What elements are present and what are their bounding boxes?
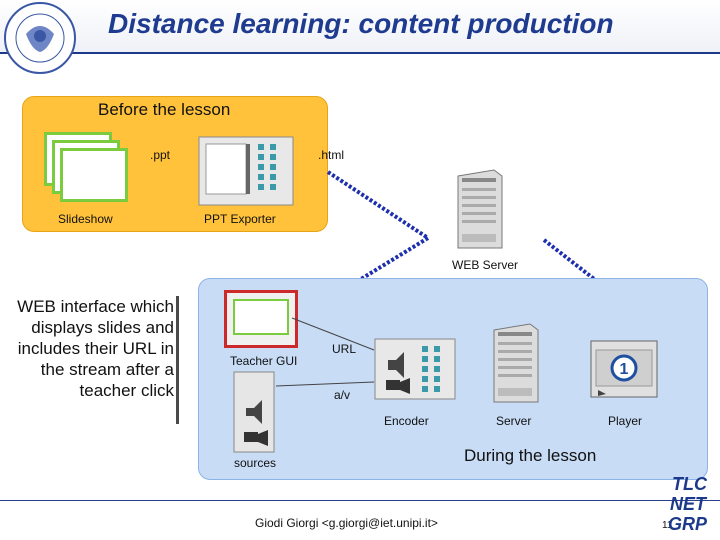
- ppt-label: .ppt: [150, 148, 171, 162]
- encoder-label: Encoder: [384, 414, 429, 428]
- player-icon: 1: [590, 340, 658, 398]
- teacher-gui-window: [224, 290, 298, 348]
- slide-sheet: [60, 148, 128, 202]
- svg-text:NET: NET: [670, 494, 708, 514]
- html-label: .html: [318, 148, 345, 162]
- player-label: Player: [608, 414, 643, 428]
- header-band: [0, 0, 720, 52]
- server-icon: [493, 323, 539, 403]
- url-label: URL: [332, 342, 357, 356]
- during-lesson-label: During the lesson: [464, 446, 597, 465]
- footer-divider: [0, 500, 720, 501]
- before-lesson-label: Before the lesson: [98, 100, 231, 119]
- svg-text:1: 1: [620, 361, 629, 378]
- header-divider: [0, 52, 720, 54]
- svg-text:GRP: GRP: [668, 514, 708, 534]
- sources-device-icon: [233, 371, 275, 453]
- description-bar: [176, 296, 179, 424]
- av-label: a/v: [334, 388, 351, 402]
- teacher-gui-slide: [233, 299, 289, 335]
- encoder-icon: [374, 338, 456, 400]
- web-interface-description: WEB interface which displays slides and …: [17, 297, 174, 400]
- tlc-net-grp-logo: TLC NET GRP: [668, 474, 708, 534]
- page-number: 11: [662, 520, 673, 531]
- teacher-gui-label: Teacher GUI: [230, 354, 298, 368]
- exporter-window-icon: [198, 136, 294, 206]
- sources-label: sources: [234, 456, 277, 470]
- svg-text:TLC: TLC: [672, 474, 708, 494]
- page-title: Distance learning: content production: [108, 8, 614, 39]
- footer-author: Giodi Giorgi <g.giorgi@iet.unipi.it>: [255, 516, 438, 530]
- university-seal-icon: [4, 2, 76, 74]
- web-server-icon: [457, 169, 503, 249]
- slideshow-label: Slideshow: [58, 212, 113, 226]
- ppt-exporter-label: PPT Exporter: [204, 212, 276, 226]
- web-server-label: WEB Server: [452, 258, 519, 272]
- server-label: Server: [496, 414, 532, 428]
